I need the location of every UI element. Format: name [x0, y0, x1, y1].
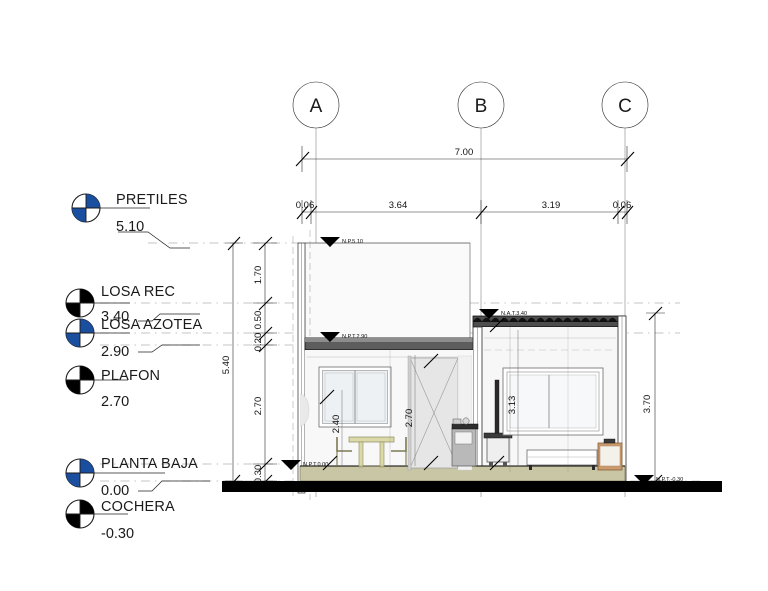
left-room-contents	[300, 355, 472, 471]
dimension-v-4: 0.30	[253, 465, 264, 484]
level-marker-plafon-value: 2.70	[101, 394, 129, 410]
grid-bubble-B-label: B	[475, 96, 488, 117]
level-marker-pretiles-value: 5.10	[116, 219, 144, 235]
dimension-313-label: 3.13	[507, 396, 518, 415]
level-symbol-black-plafon	[65, 365, 95, 395]
bed-sofa	[526, 449, 598, 470]
level-marker-plafon[interactable]: PLAFON 2.70	[65, 365, 160, 410]
stove-flue	[494, 379, 500, 434]
level-tag-npt-000-label: N.P.T.0.00	[303, 462, 328, 468]
kitchen-zone	[451, 417, 479, 467]
level-tag-np-510-label: N.P.5.10	[342, 239, 363, 245]
level-marker-losa-azotea[interactable]: LOSA AZOTEA 2.90	[65, 317, 202, 360]
counter-drawer	[454, 431, 473, 445]
level-marker-losa-rec-label: LOSA REC	[101, 284, 175, 300]
counter-top	[451, 423, 479, 430]
level-marker-plafon-label: PLAFON	[101, 368, 160, 384]
level-symbol-black-cochera	[65, 499, 95, 529]
dimension-horizontal-chain: 0.06 3.64 3.19 0.06	[296, 200, 634, 224]
dimension-vertical-chain: 1.70 0.50 0.20 2.70 0.30	[253, 236, 277, 489]
level-marker-pretiles[interactable]: PRETILES 5.10	[71, 192, 190, 249]
dimension-overall-horizontal-label: 7.00	[455, 147, 474, 158]
level-tag-npt-290: N.P.T.2.90	[320, 332, 367, 342]
dimension-chain-2: 3.19	[542, 200, 561, 211]
dimension-chain-1: 3.64	[389, 200, 408, 211]
dimension-v-2: 0.20	[253, 333, 264, 352]
corrugated-roof-tiles	[472, 317, 627, 323]
level-symbol-blue-pretiles	[71, 193, 101, 223]
level-marker-losa-rec[interactable]: LOSA REC 3.40	[65, 284, 200, 325]
level-symbol-blue-losa-azotea	[65, 318, 95, 348]
window-left[interactable]	[318, 366, 392, 428]
window-right[interactable]	[502, 367, 604, 436]
level-symbol-blue-planta-baja	[65, 458, 95, 488]
upper-parapet-volume	[304, 242, 471, 339]
side-table-object	[603, 438, 616, 444]
background-figure	[300, 393, 310, 427]
dimension-overall-vertical: 5.40	[221, 236, 243, 489]
level-marker-cochera[interactable]: COCHERA -0.30	[65, 499, 175, 542]
side-table-wood	[597, 438, 623, 471]
dimension-270-label: 2.70	[404, 409, 415, 428]
sink-bowl	[462, 417, 470, 425]
ceiling-guide-lines	[307, 337, 616, 358]
ground-line-cochera	[222, 481, 722, 492]
dining-table	[348, 436, 395, 468]
level-marker-planta-baja[interactable]: PLANTA BAJA 0.00	[65, 456, 210, 499]
level-tag-nat-340: N.A.T.3.40	[479, 309, 527, 319]
level-marker-losa-rec-value: 3.40	[101, 309, 129, 325]
level-marker-cochera-label: COCHERA	[101, 499, 175, 515]
level-tag-npt-030-label: N.P.T.-0.30	[656, 477, 683, 483]
roof-slab-left-top	[305, 338, 595, 342]
dimension-240: 2.40	[331, 390, 343, 466]
level-tag-npt-290-label: N.P.T.2.90	[342, 334, 367, 340]
level-tag-npt-000: N.P.T.0.00	[281, 460, 328, 470]
level-tags: N.P.5.10 N.P.T.2.90 N.A.T.3.40 N.P.T.0.0…	[281, 237, 683, 485]
level-marker-losa-azotea-label: LOSA AZOTEA	[101, 317, 202, 333]
building-section	[222, 230, 722, 500]
interior-height-dimensions: 2.40 2.70 3.13	[331, 330, 519, 466]
level-tag-npt-030: N.P.T.-0.30	[634, 475, 683, 485]
dimension-270-interior: 2.70	[404, 355, 416, 466]
section-slash-marks	[319, 317, 505, 471]
dimension-overall-horizontal: 7.00	[295, 146, 635, 172]
right-room-contents	[502, 367, 623, 471]
level-marker-pretiles-label: PRETILES	[116, 192, 188, 208]
sink-basin	[452, 418, 462, 425]
level-tag-nat-340-label: N.A.T.3.40	[501, 311, 527, 317]
level-marker-legend: PRETILES 5.10 LOSA REC 3.40	[65, 192, 210, 542]
dimension-240-label: 2.40	[331, 415, 342, 434]
dimension-v-3: 2.70	[253, 397, 264, 416]
chair-right	[391, 437, 407, 466]
level-marker-planta-baja-value: 0.00	[101, 483, 129, 499]
grid-bubble-A-label: A	[310, 96, 323, 117]
dimension-v-1: 0.50	[253, 311, 264, 330]
level-tag-np-510: N.P.5.10	[320, 237, 363, 247]
dimension-v-0: 1.70	[253, 266, 264, 285]
door-left-room[interactable]	[407, 355, 459, 471]
dimension-313: 3.13	[507, 330, 519, 466]
dimension-right-vertical-label: 3.70	[642, 395, 653, 414]
level-marker-losa-azotea-value: 2.90	[101, 344, 129, 360]
dimension-chain-3: 0.06	[613, 200, 632, 211]
level-symbol-black-losa-rec	[65, 288, 95, 318]
grid-bubble-C-label: C	[618, 96, 632, 117]
dimension-overall-vertical-label: 5.40	[221, 356, 232, 375]
level-marker-planta-baja-label: PLANTA BAJA	[101, 456, 198, 472]
level-marker-cochera-value: -0.30	[101, 526, 134, 542]
dimension-right-vertical: 3.70	[642, 306, 665, 489]
dimension-chain-0: 0.06	[296, 200, 315, 211]
chair-left	[336, 437, 352, 466]
